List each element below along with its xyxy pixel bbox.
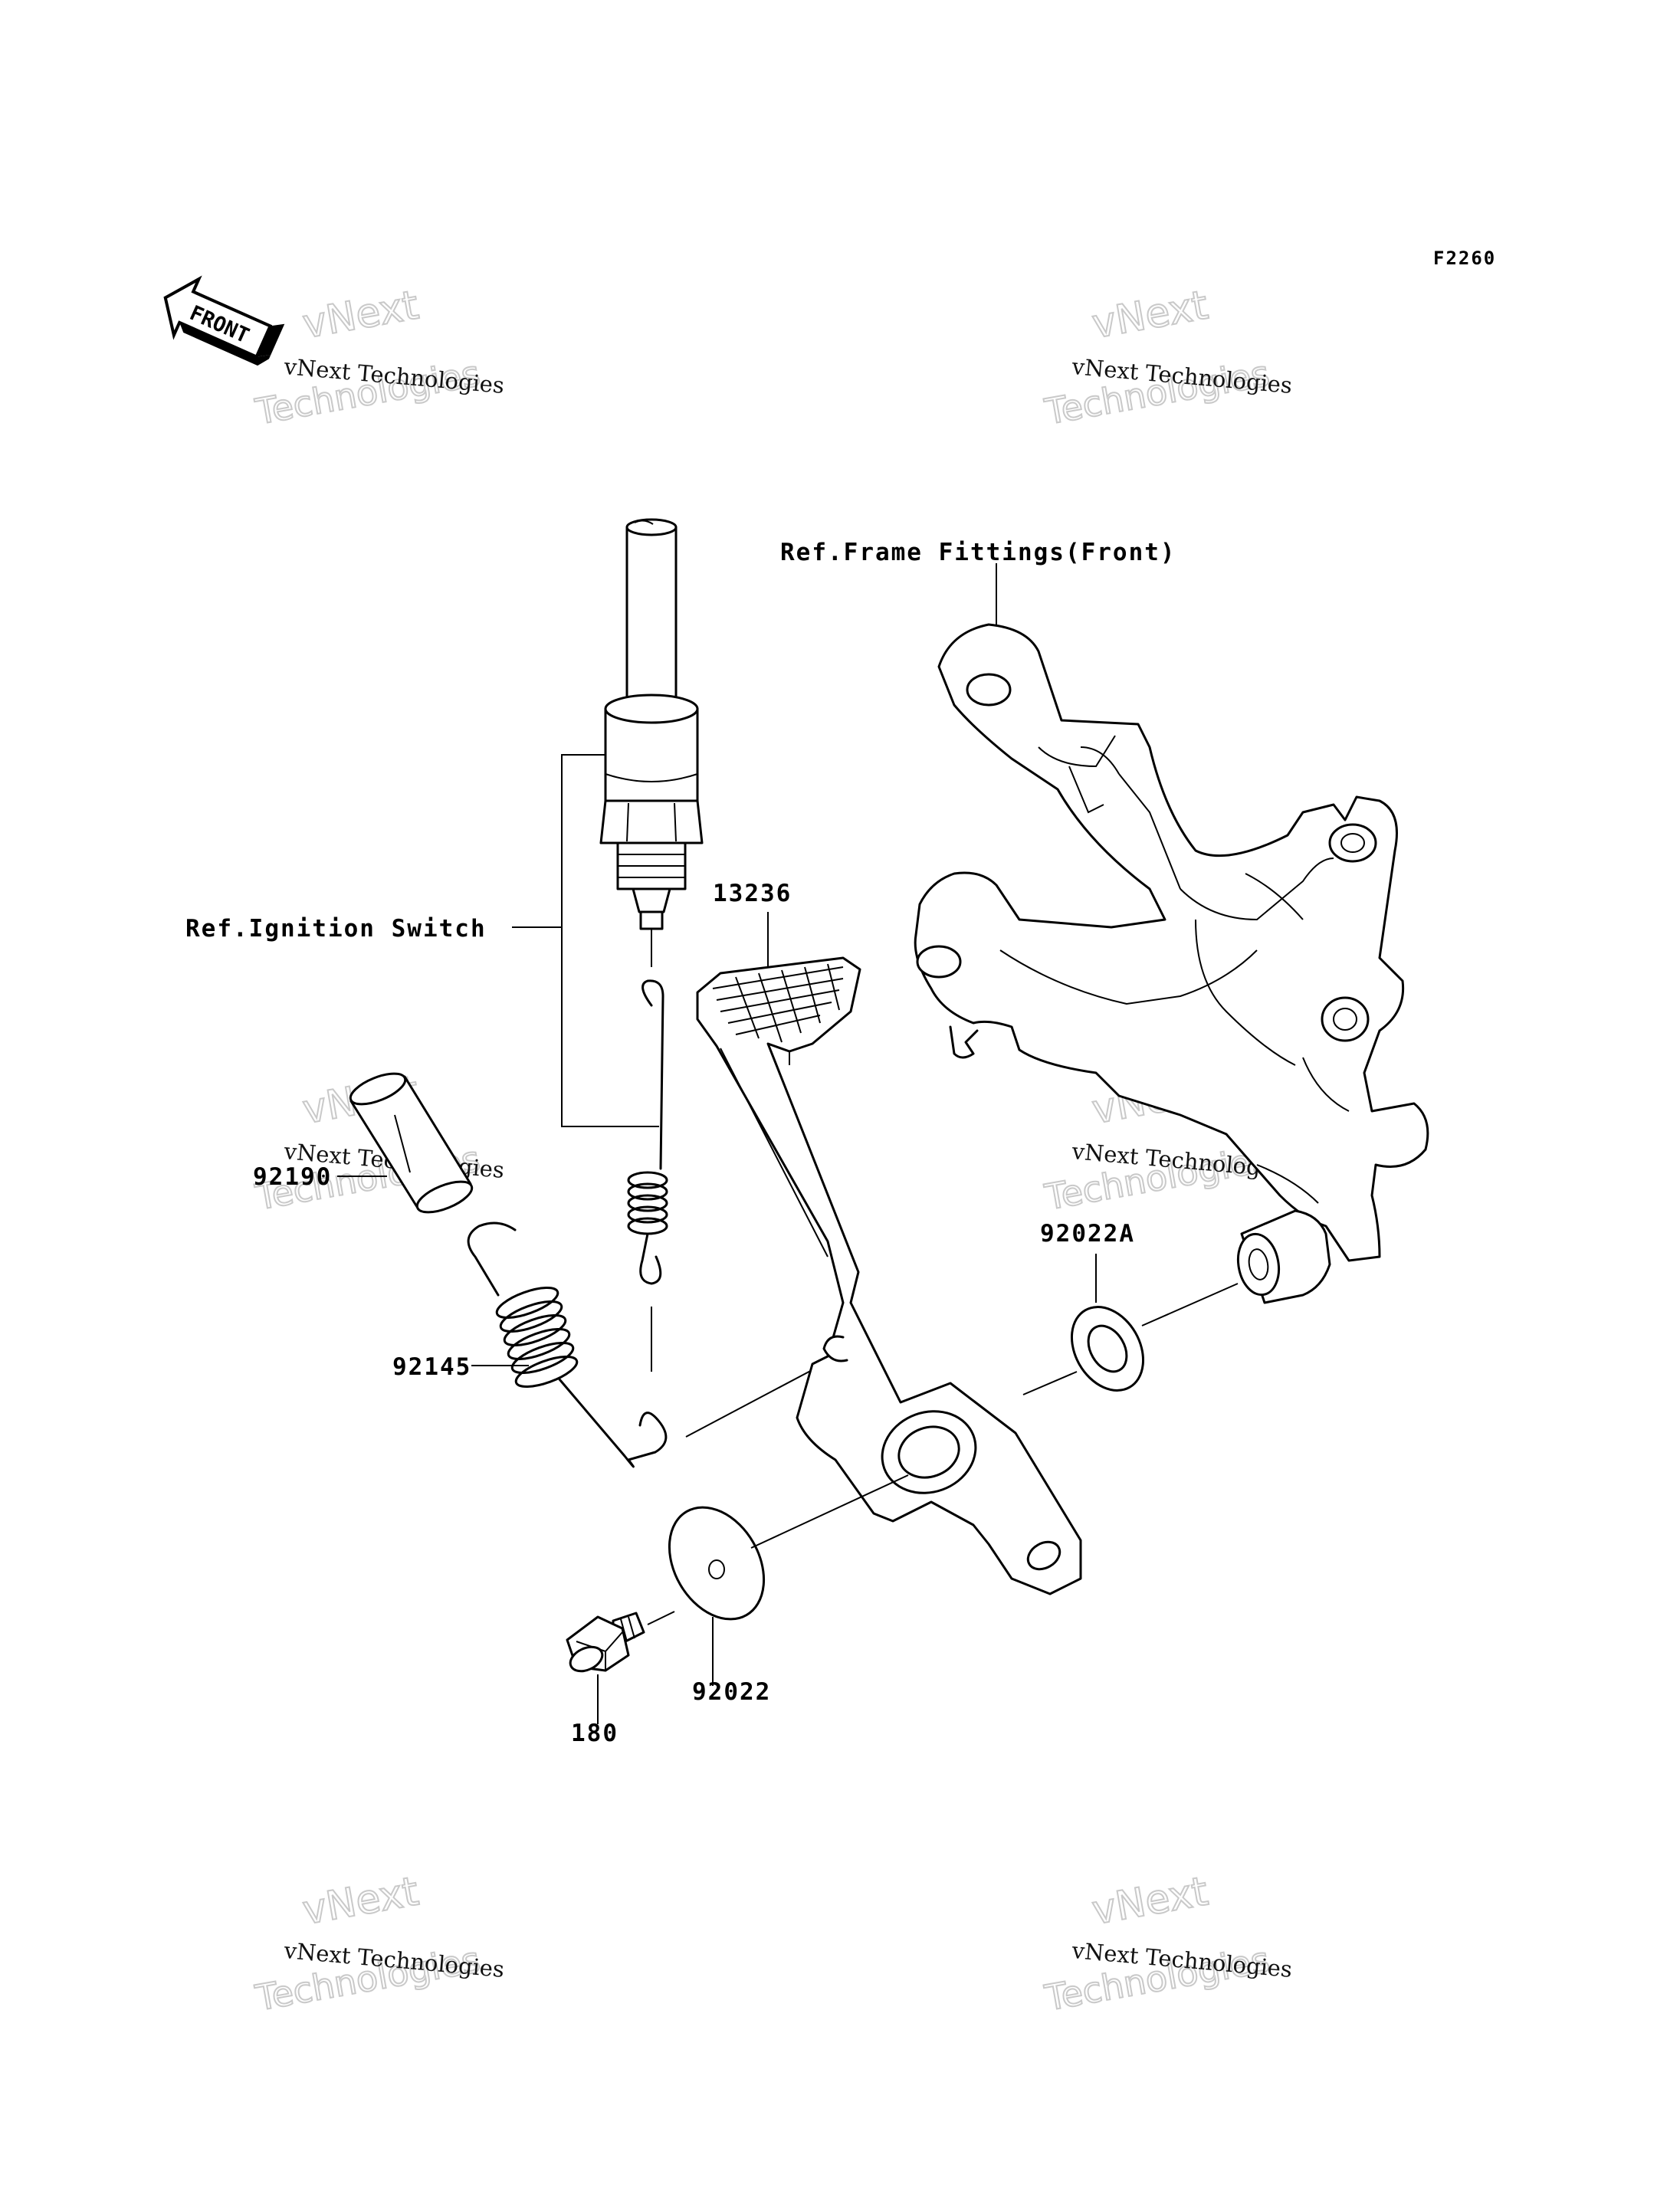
axis-line	[1022, 1371, 1078, 1395]
switch-spring	[627, 979, 668, 1372]
brake-light-switch	[599, 518, 704, 967]
watermark-big-top: vNext	[300, 1868, 422, 1933]
part-label-92145: 92145	[392, 1353, 471, 1381]
ref-frame-fittings: Ref.Frame Fittings(Front)	[780, 539, 1176, 566]
axis-line	[647, 1611, 675, 1625]
part-label-92022: 92022	[692, 1678, 771, 1706]
watermark-big-top: vNext	[300, 282, 422, 347]
collar-92190	[349, 1072, 474, 1214]
axis-line	[1141, 1283, 1239, 1326]
return-spring-92145	[467, 1221, 817, 1468]
part-label-92190: 92190	[253, 1163, 332, 1191]
figure-code: F2260	[1433, 248, 1496, 269]
front-arrow-icon: FRONT	[163, 275, 285, 366]
washer-92022a	[1070, 1306, 1145, 1392]
part-label-13236: 13236	[713, 880, 792, 907]
part-label-92022a: 92022A	[1040, 1220, 1135, 1248]
washer-92022	[668, 1506, 766, 1621]
ref-ignition-switch: Ref.Ignition Switch	[185, 915, 487, 943]
frame-fitting-front	[914, 623, 1429, 1304]
brake-pedal-13236	[696, 956, 1082, 1595]
bolt-180	[566, 1612, 645, 1673]
part-label-180: 180	[571, 1720, 619, 1747]
watermark-big-top: vNext	[1089, 1868, 1212, 1933]
ignition-switch-bracket	[561, 754, 659, 1127]
watermark-big-top: vNext	[1089, 282, 1212, 347]
axis-line	[750, 1474, 909, 1549]
